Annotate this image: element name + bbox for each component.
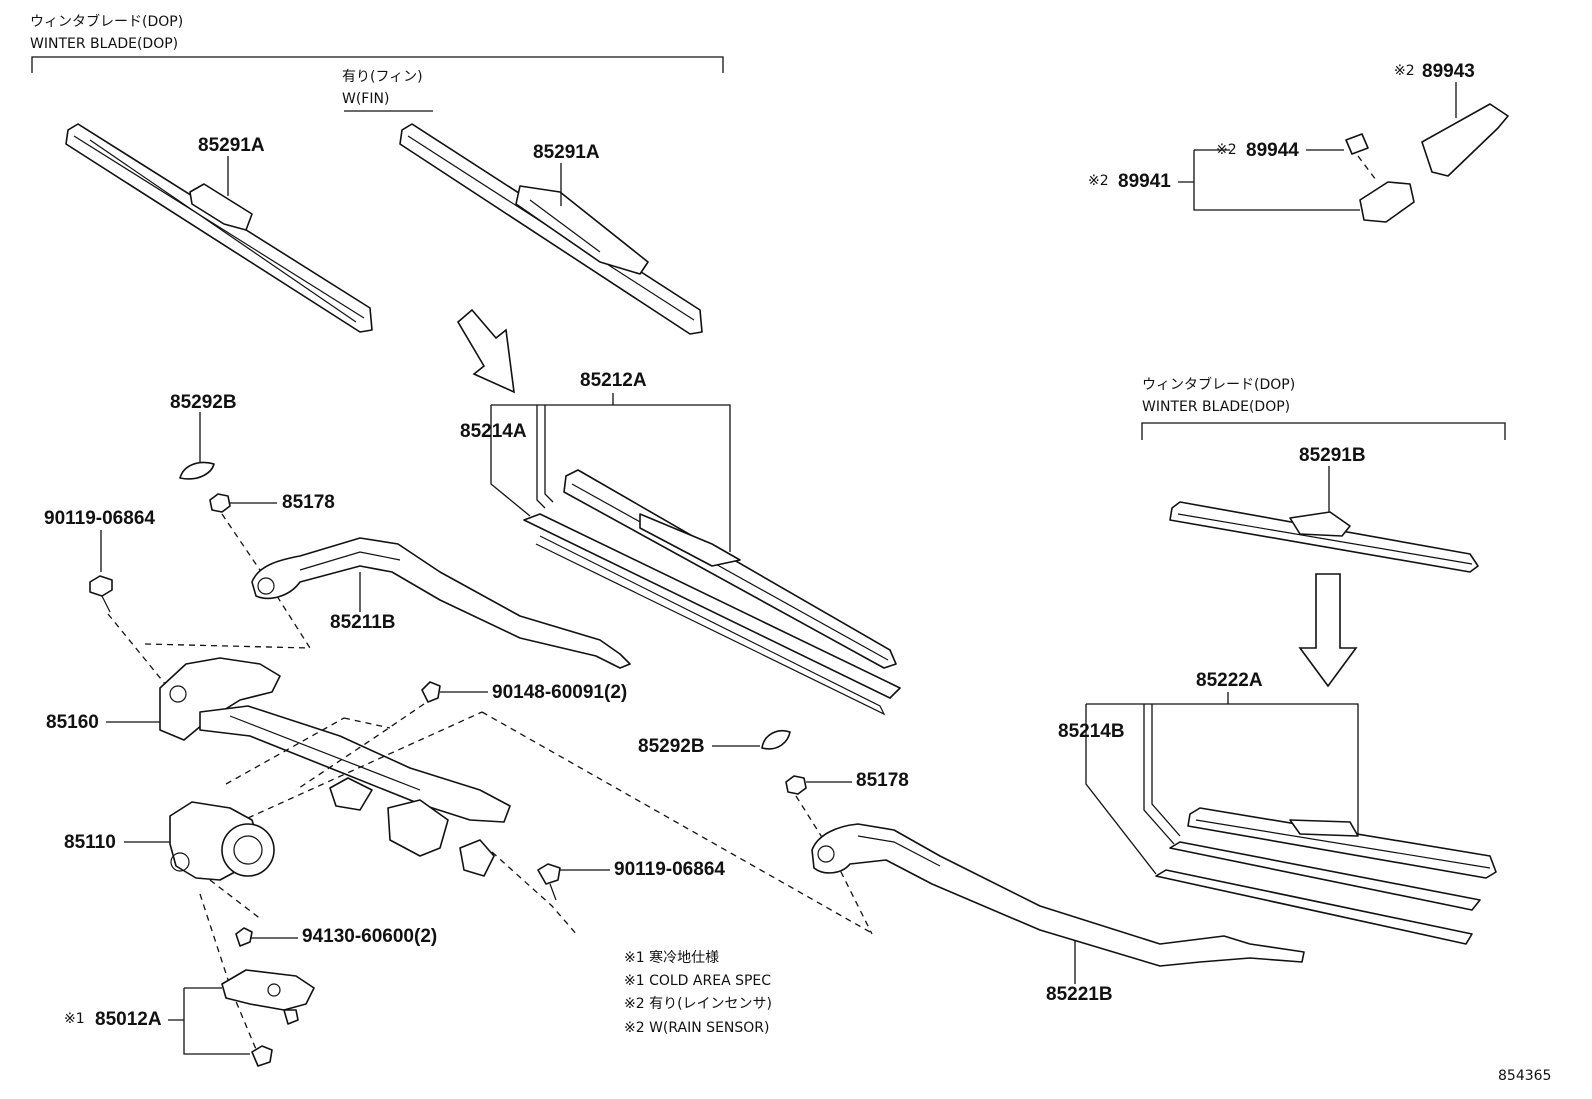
part-85178-left-label: 85178 [282, 492, 335, 513]
bracket-85212A [537, 393, 731, 552]
note-2-en: ※2 W(RAIN SENSOR) [624, 1020, 769, 1036]
wiper-blade-85222A [1155, 807, 1497, 945]
part-85214A-label: 85214A [460, 421, 527, 442]
note-1-en: ※1 COLD AREA SPEC [624, 973, 771, 989]
bracket-89941 [1178, 149, 1360, 211]
part-85222A-label: 85222A [1196, 670, 1263, 691]
part-85291A-fin-label: 85291A [533, 142, 600, 163]
part-85292B-right-label: 85292B [638, 736, 705, 757]
bracket-85012A [168, 987, 250, 1055]
part-85110-label: 85110 [64, 832, 116, 853]
winter-blade-85291A-left [65, 123, 373, 333]
winter-blade-right-bracket [1141, 422, 1506, 440]
part-85012A-label: 85012A [95, 1009, 162, 1030]
part-89941-label: 89941 [1118, 171, 1171, 192]
marker-89943: ※2 [1394, 63, 1415, 79]
part-85214B-label: 85214B [1058, 721, 1125, 742]
motor-bracket-85012A [221, 969, 315, 1025]
part-85292B-left-label: 85292B [170, 392, 237, 413]
note-1-jp: ※1 寒冷地仕様 [624, 949, 719, 966]
wiper-motor-85110 [169, 801, 275, 881]
diagram-id: 854365 [1498, 1068, 1551, 1084]
part-85212A-label: 85212A [580, 370, 647, 391]
nut-85178-left [209, 493, 231, 513]
bracket-85222A [1150, 692, 1359, 834]
part-89943-label: 89943 [1422, 61, 1475, 82]
part-85178-right-label: 85178 [856, 770, 909, 791]
winter-blade-right-label-jp: ウィンタブレード(DOP) [1142, 376, 1295, 393]
bolt-90119-left [89, 575, 113, 613]
part-90119-left-label: 90119-06864 [44, 508, 155, 529]
dash-bolt-90119-right [491, 851, 579, 937]
with-fin-label-en: W(FIN) [342, 91, 389, 107]
bolt-90148 [421, 681, 441, 703]
dash-bolt-90119-left [107, 613, 171, 691]
arm-cap-85292B-right [761, 730, 791, 750]
part-85211B-label: 85211B [330, 612, 396, 633]
install-direction-arrow-right [1298, 573, 1358, 688]
part-90119-right-label: 90119-06864 [614, 859, 725, 880]
install-direction-arrow-left [456, 308, 515, 394]
wiper-linkage-85160 [159, 657, 511, 877]
marker-85012A: ※1 [64, 1011, 85, 1027]
rain-sensor-89941 [1359, 181, 1415, 223]
arm-cap-85292B-left [179, 461, 215, 480]
marker-89941: ※2 [1088, 173, 1109, 189]
wiper-arm-85211B [251, 537, 631, 669]
part-85221B-label: 85221B [1046, 984, 1113, 1005]
dash-motor-down [199, 879, 263, 1055]
winter-blade-left-label-jp: ウィンタブレード(DOP) [30, 13, 183, 30]
bracket-85214A [490, 404, 554, 517]
with-fin-label-jp: 有り(フィン) [342, 69, 423, 85]
bolt-94130 [235, 927, 253, 947]
dash-guide-link-right [343, 711, 871, 933]
dash-guide-motor [225, 711, 483, 819]
rain-sensor-cover-89943 [1421, 103, 1509, 177]
winter-blade-left-bracket [31, 56, 724, 73]
part-94130-label: 94130-60600(2) [302, 926, 437, 947]
rain-sensor-pad-89944 [1345, 133, 1369, 155]
dash-89944 [1357, 155, 1377, 181]
part-85291B-label: 85291B [1299, 445, 1366, 466]
part-90148-label: 90148-60091(2) [492, 682, 627, 703]
winter-blade-85291A-fin [399, 123, 703, 335]
note-2-jp: ※2 有り(レインセンサ) [624, 996, 772, 1012]
nut-85012A [251, 1045, 273, 1067]
part-85160-label: 85160 [46, 712, 99, 733]
part-89944-label: 89944 [1246, 140, 1299, 161]
winter-blade-left-label-en: WINTER BLADE(DOP) [30, 36, 178, 52]
winter-blade-85291B-right [1169, 501, 1479, 573]
dash-85178-right [795, 795, 873, 935]
wiper-blade-85212A [523, 469, 901, 716]
dash-guide-link-top [144, 643, 311, 649]
bolt-90119-right [537, 863, 561, 901]
bracket-85214B [1085, 703, 1181, 875]
wiper-arm-85221B [811, 823, 1305, 967]
winter-blade-right-label-en: WINTER BLADE(DOP) [1142, 399, 1290, 415]
part-85291A-left-label: 85291A [198, 135, 265, 156]
nut-85178-right [785, 775, 807, 795]
